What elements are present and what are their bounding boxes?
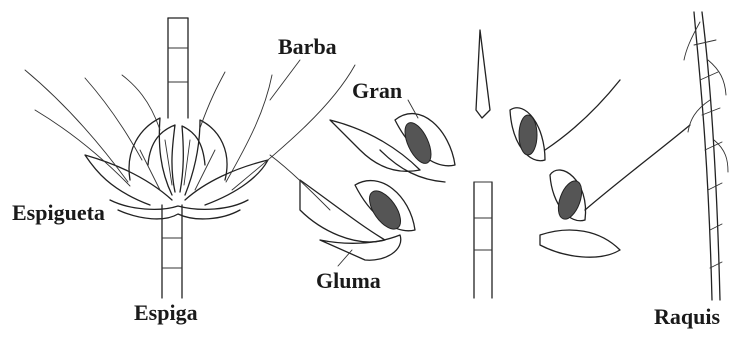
label-espigueta: Espigueta	[12, 202, 105, 224]
label-espiga: Espiga	[134, 302, 198, 324]
spike-drawing	[25, 18, 355, 298]
rachis-drawing	[684, 12, 728, 300]
gran-leader	[408, 100, 418, 118]
rachis-fragment-center	[474, 30, 492, 298]
label-barba: Barba	[278, 36, 337, 58]
awns	[25, 65, 355, 190]
spike-stem	[162, 18, 188, 298]
spikelet-detail-right	[510, 80, 690, 257]
barba-leader	[270, 60, 300, 100]
spikelet-detail-left	[270, 100, 455, 266]
label-raquis: Raquis	[654, 306, 720, 328]
label-gran: Gran	[352, 80, 402, 102]
label-gluma: Gluma	[316, 270, 381, 292]
gluma-leader	[338, 250, 352, 266]
